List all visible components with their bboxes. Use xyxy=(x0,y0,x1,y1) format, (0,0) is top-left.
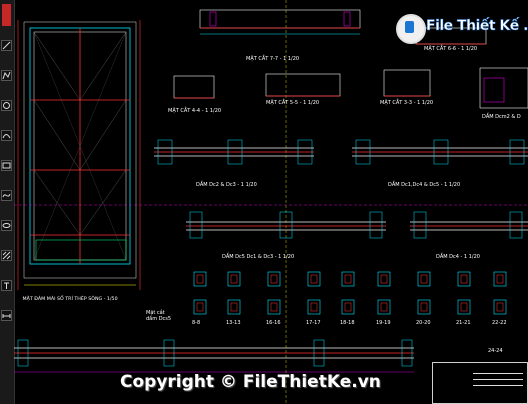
cross-section-box xyxy=(493,271,507,287)
cross-section-stirrup xyxy=(230,302,238,312)
section-label: 13-13 xyxy=(226,320,241,326)
logo-badge-icon xyxy=(396,14,426,44)
section-5-5-label: MẶT CẮT 5-5 - 1 1/20 xyxy=(266,100,320,106)
cross-section-box xyxy=(377,271,391,287)
section-3-3-label: MẶT CẮT 3-3 - 1 1/20 xyxy=(380,100,434,106)
section-label: 20-20 xyxy=(416,320,431,326)
section-label: 8-8 xyxy=(192,320,201,326)
spline-tool-icon[interactable] xyxy=(1,190,12,201)
cross-section-stirrup xyxy=(196,302,204,312)
cross-section-box xyxy=(267,299,281,315)
section-4-4 xyxy=(173,75,215,99)
rectangle-tool-icon[interactable] xyxy=(1,160,12,171)
cross-section-stirrup xyxy=(230,274,238,284)
section-5-5 xyxy=(265,73,341,97)
cross-section-stirrup xyxy=(420,302,428,312)
roof-plan-label: MẶT ĐÁM MÁI SỐ TRÍ THÉP SÔNG - 1/50 xyxy=(22,296,118,302)
title-block xyxy=(432,362,528,404)
section-label: 22-22 xyxy=(492,320,507,326)
draw-toolbar xyxy=(0,0,15,404)
cross-section-box xyxy=(341,271,355,287)
section-label: 18-18 xyxy=(340,320,355,326)
cross-section-stirrup xyxy=(270,274,278,284)
dimension-tool-icon[interactable] xyxy=(1,310,12,321)
section-label: 16-16 xyxy=(266,320,281,326)
section-24-24-label: 24-24 xyxy=(488,348,503,354)
app-logo-icon xyxy=(2,4,11,26)
cross-section-stirrup xyxy=(460,302,468,312)
cross-section-box xyxy=(193,271,207,287)
roof-plan-panel xyxy=(17,20,141,290)
cross-section-box xyxy=(457,299,471,315)
copyright-watermark: Copyright © FileThietKe.vn xyxy=(120,372,381,392)
cross-section-box xyxy=(377,299,391,315)
cross-section-box xyxy=(227,299,241,315)
logo-text: File Thiết Kế .vn xyxy=(426,18,528,35)
bottom-beam xyxy=(14,339,414,373)
cross-section-stirrup xyxy=(496,274,504,284)
cross-section-stirrup xyxy=(196,274,204,284)
cross-section-box xyxy=(417,271,431,287)
section-6-6-label: MẶT CẮT 6-6 - 1 1/20 xyxy=(424,46,478,52)
beam-dcm2 xyxy=(479,67,528,109)
arc-tool-icon[interactable] xyxy=(1,130,12,141)
beam-row1b-label: DẦM Dc1,Dc4 & Dc5 - 1 1/20 xyxy=(388,182,461,188)
beam-row2-label: DẦM Dc5 Dc1 & Dc3 - 1 1/20 xyxy=(222,254,295,260)
cross-section-stirrup xyxy=(420,274,428,284)
section-7-7-label: MẶT CẮT 7-7 - 1 1/20 xyxy=(246,56,300,62)
section-4-4-label: MẶT CẮT 4-4 - 1 1/20 xyxy=(168,108,222,114)
text-tool-icon[interactable] xyxy=(1,280,12,291)
cross-section-stirrup xyxy=(496,302,504,312)
cross-section-stirrup xyxy=(380,274,388,284)
hatch-tool-icon[interactable] xyxy=(1,250,12,261)
polyline-tool-icon[interactable] xyxy=(1,70,12,81)
cross-section-box xyxy=(341,299,355,315)
circle-tool-icon[interactable] xyxy=(1,100,12,111)
cross-section-stirrup xyxy=(380,302,388,312)
beam-row1-label: DẦM Dc2 & Dc3 - 1 1/20 xyxy=(196,182,257,188)
cross-section-stirrup xyxy=(344,302,352,312)
cross-section-box xyxy=(417,299,431,315)
beam-row-1 xyxy=(154,139,528,165)
cross-section-stirrup xyxy=(270,302,278,312)
beam-dcm2-label: DẦM Dcm2 & D xyxy=(482,114,521,120)
beam-row2b-label: DẦM Dc4 - 1 1/20 xyxy=(436,254,480,260)
cross-section-stirrup xyxy=(460,274,468,284)
cross-section-box xyxy=(307,299,321,315)
line-tool-icon[interactable] xyxy=(1,40,12,51)
section-label: 19-19 xyxy=(376,320,391,326)
section-3-3 xyxy=(383,69,431,97)
cross-section-box xyxy=(267,271,281,287)
section-label: 17-17 xyxy=(306,320,321,326)
cross-section-box xyxy=(307,271,321,287)
cross-section-stirrup xyxy=(310,302,318,312)
beam-row-2 xyxy=(186,211,528,239)
cross-section-box xyxy=(227,271,241,287)
section-label: 21-21 xyxy=(456,320,471,326)
section-7-7 xyxy=(199,9,361,35)
cross-section-box xyxy=(493,299,507,315)
cross-sections-grid xyxy=(193,271,507,315)
cad-drawing-canvas[interactable] xyxy=(14,0,528,404)
site-logo: File Thiết Kế .vn xyxy=(396,14,528,44)
cross-section-box xyxy=(193,299,207,315)
cross-section-stirrup xyxy=(344,274,352,284)
mat-cat-label: Mặt cắt dầm Dcs5 xyxy=(146,310,172,322)
cross-section-box xyxy=(457,271,471,287)
cross-section-stirrup xyxy=(310,274,318,284)
ellipse-tool-icon[interactable] xyxy=(1,220,12,231)
